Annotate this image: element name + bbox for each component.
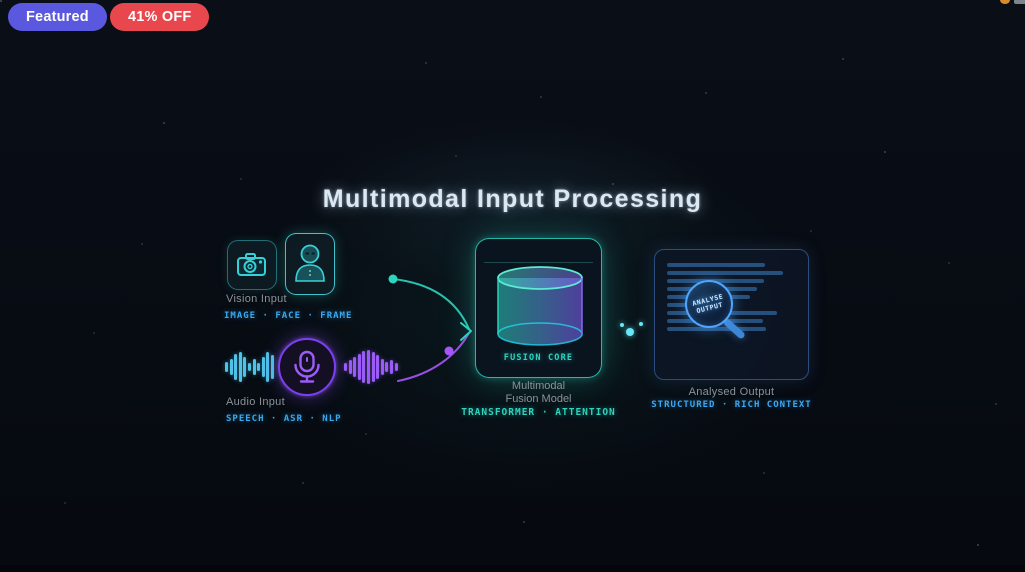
document-line: [667, 327, 766, 331]
waveform-bar: [366, 350, 370, 384]
microphone-icon: [294, 350, 320, 383]
data-particle: [639, 322, 643, 326]
fusion-tags: TRANSFORMER · ATTENTION: [461, 407, 616, 418]
magnifier-icon: ANALYSE OUTPUT: [685, 280, 733, 328]
waveform-bar: [348, 360, 352, 374]
discount-badge[interactable]: 41% OFF: [110, 3, 210, 31]
page-title: Multimodal Input Processing: [322, 185, 703, 213]
microphone-button[interactable]: [278, 338, 336, 396]
lens-label: ANALYSE OUTPUT: [692, 292, 727, 315]
audio-waveform-left: [225, 346, 274, 388]
featured-badge[interactable]: Featured: [8, 3, 107, 31]
waveform-bar: [238, 352, 242, 382]
fusion-core-card[interactable]: FUSION CORE: [475, 238, 602, 378]
document-line: [667, 271, 783, 275]
vision-input-tags: IMAGE · FACE · FRAME: [224, 311, 353, 321]
waveform-bar: [234, 354, 238, 380]
clipped-gray-icon: [1014, 0, 1025, 4]
audio-flow-curve: [397, 332, 470, 382]
clipped-corner-widget: [996, 0, 1025, 4]
fusion-name-line1: Multimodal: [511, 380, 566, 392]
waveform-bar: [225, 362, 228, 372]
fusion-name-line2: Fusion Model: [505, 393, 572, 405]
waveform-bar: [266, 352, 270, 382]
analysed-output-tags: STRUCTURED · RICH CONTEXT: [651, 400, 812, 410]
analysed-output-card[interactable]: ANALYSE OUTPUT: [654, 249, 809, 380]
fusion-cylinder-icon: [497, 266, 583, 346]
waveform-bar: [371, 352, 375, 382]
data-particle: [626, 328, 634, 336]
audio-input-tags: SPEECH · ASR · NLP: [226, 414, 342, 424]
waveform-bar: [394, 363, 398, 371]
waveform-bar: [362, 351, 366, 383]
bottom-edge-bar: [0, 565, 1025, 572]
camera-icon: [237, 253, 266, 276]
waveform-bar: [357, 354, 361, 380]
waveform-bar: [344, 363, 347, 371]
fusion-core-label: FUSION CORE: [503, 353, 574, 363]
waveform-bar: [243, 357, 247, 377]
vision-flow-curve: [392, 278, 470, 330]
fusion-card-divider: [484, 262, 593, 263]
waveform-bar: [385, 362, 389, 372]
waveform-bar: [376, 355, 380, 379]
analysed-output-label: Analysed Output: [688, 386, 775, 398]
vision-flow-particle: [388, 274, 398, 284]
waveform-bar: [257, 363, 261, 371]
vision-input-label: Vision Input: [226, 293, 287, 305]
waveform-bar: [389, 360, 393, 374]
flow-arrowhead-icon: [460, 322, 472, 341]
audio-flow-particle: [444, 346, 454, 356]
vision-face-card[interactable]: [285, 233, 335, 295]
waveform-bar: [247, 363, 251, 371]
data-particle: [620, 323, 624, 327]
audio-waveform-right: [344, 346, 398, 388]
waveform-bar: [229, 359, 233, 375]
waveform-bar: [270, 355, 274, 379]
waveform-bar: [380, 359, 384, 375]
waveform-bar: [261, 357, 265, 377]
waveform-bar: [353, 357, 357, 377]
vision-camera-card[interactable]: [227, 240, 277, 290]
starfield-decoration: [0, 0, 2, 2]
audio-input-label: Audio Input: [226, 396, 285, 408]
clipped-orange-icon: [1000, 0, 1010, 4]
document-line: [667, 263, 765, 267]
person-face-icon: [295, 244, 325, 282]
waveform-bar: [252, 359, 256, 375]
